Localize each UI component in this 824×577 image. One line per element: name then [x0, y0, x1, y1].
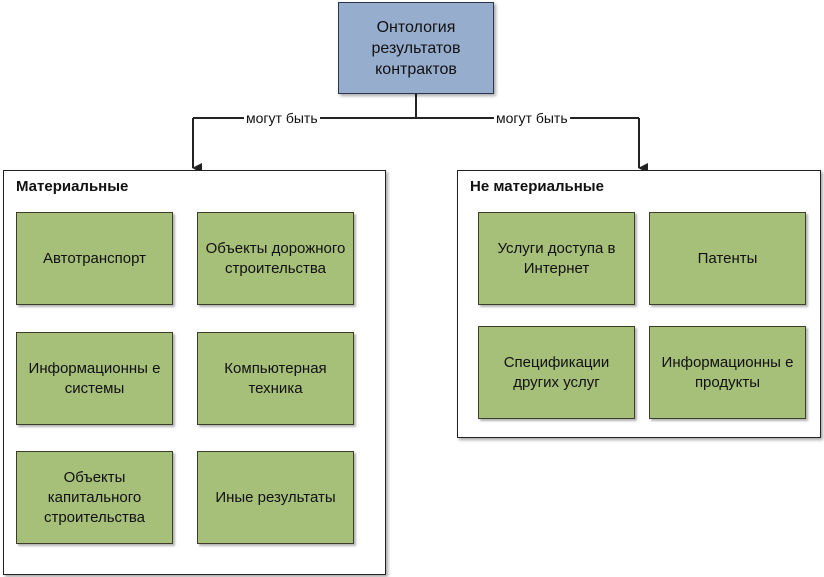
root-node-label: Онтология результатов контрактов: [371, 18, 461, 78]
card-label: Спецификации других услуг: [503, 353, 610, 391]
card-label: Услуги доступа в Интернет: [497, 239, 616, 277]
card-computer-equipment: Компьютерная техника: [197, 332, 354, 425]
card-internet-access: Услуги доступа в Интернет: [478, 212, 635, 305]
card-other-results: Иные результаты: [197, 451, 354, 544]
group-material: Материальные Автотранспорт Объекты дорож…: [3, 170, 386, 575]
card-information-products: Информационны е продукты: [649, 326, 806, 419]
group-non-material: Не материальные Услуги доступа в Интерне…: [457, 170, 821, 438]
card-vehicles: Автотранспорт: [16, 212, 173, 305]
edge-label-right: могут быть: [494, 110, 570, 126]
group-non-material-title: Не материальные: [470, 178, 604, 195]
group-material-title: Материальные: [16, 178, 129, 195]
root-node: Онтология результатов контрактов: [338, 2, 494, 94]
card-label: Патенты: [697, 249, 758, 267]
card-label: Информационны е продукты: [661, 353, 794, 391]
card-label: Иные результаты: [215, 488, 336, 506]
card-road-construction: Объекты дорожного строительства: [197, 212, 354, 305]
card-label: Автотранспорт: [42, 249, 147, 267]
card-label: Объекты дорожного строительства: [205, 239, 346, 277]
card-information-systems: Информационны е системы: [16, 332, 173, 425]
card-label: Объекты капитального строительства: [43, 468, 146, 526]
edge-label-left: могут быть: [244, 110, 320, 126]
card-service-specifications: Спецификации других услуг: [478, 326, 635, 419]
card-capital-construction: Объекты капитального строительства: [16, 451, 173, 544]
card-patents: Патенты: [649, 212, 806, 305]
card-label: Компьютерная техника: [224, 359, 327, 397]
card-label: Информационны е системы: [28, 359, 161, 397]
